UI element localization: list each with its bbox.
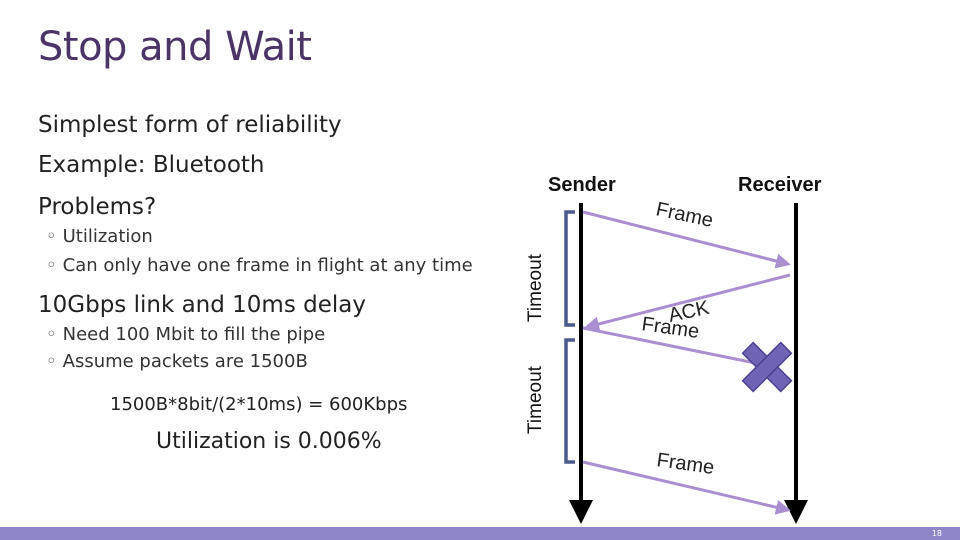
utilization-result: Utilization is 0.006% xyxy=(156,429,382,454)
page-number: 18 xyxy=(931,529,942,538)
bullet-marker: ◦ xyxy=(46,324,57,345)
timeout-bracket-2 xyxy=(564,338,575,464)
ack-arrow xyxy=(584,273,791,332)
bullet-bluetooth: Example: Bluetooth xyxy=(38,152,265,178)
bullet-problems: Problems? xyxy=(38,194,157,220)
sub-bullet-utilization: ◦Utilization xyxy=(46,226,153,247)
bullet-link-delay: 10Gbps link and 10ms delay xyxy=(38,292,366,318)
lost-frame-arrow xyxy=(582,326,761,366)
x-mark-icon xyxy=(741,341,793,393)
sub-bullet-text: Assume packets are 1500B xyxy=(62,351,308,372)
sub-bullet-packet-size: ◦Assume packets are 1500B xyxy=(46,351,308,372)
sub-bullet-text: Can only have one frame in flight at any… xyxy=(62,255,473,276)
calculation-text: 1500B*8bit/(2*10ms) = 600Kbps xyxy=(110,394,408,415)
sender-label: Sender xyxy=(548,174,616,196)
frame-label-1: Frame xyxy=(654,198,715,232)
bullet-marker: ◦ xyxy=(46,351,57,372)
bullet-reliability: Simplest form of reliability xyxy=(38,112,342,138)
receiver-label: Receiver xyxy=(738,174,822,196)
frame-arrow-2 xyxy=(582,460,791,515)
timeout-label-2: Timeout xyxy=(525,365,546,434)
sub-bullet-fill-pipe: ◦Need 100 Mbit to fill the pipe xyxy=(46,324,325,345)
footer-bar xyxy=(0,527,960,540)
sub-bullet-one-frame: ◦Can only have one frame in flight at an… xyxy=(46,255,473,276)
bullet-marker: ◦ xyxy=(46,226,57,247)
timeout-label-1: Timeout xyxy=(525,253,546,322)
timeout-bracket-1 xyxy=(564,210,575,327)
frame-label-2: Frame xyxy=(655,449,715,479)
frame-arrow-1 xyxy=(582,210,791,269)
bullet-marker: ◦ xyxy=(46,255,57,276)
sub-bullet-text: Utilization xyxy=(62,226,153,247)
sub-bullet-text: Need 100 Mbit to fill the pipe xyxy=(62,324,326,345)
slide-title: Stop and Wait xyxy=(38,24,312,70)
